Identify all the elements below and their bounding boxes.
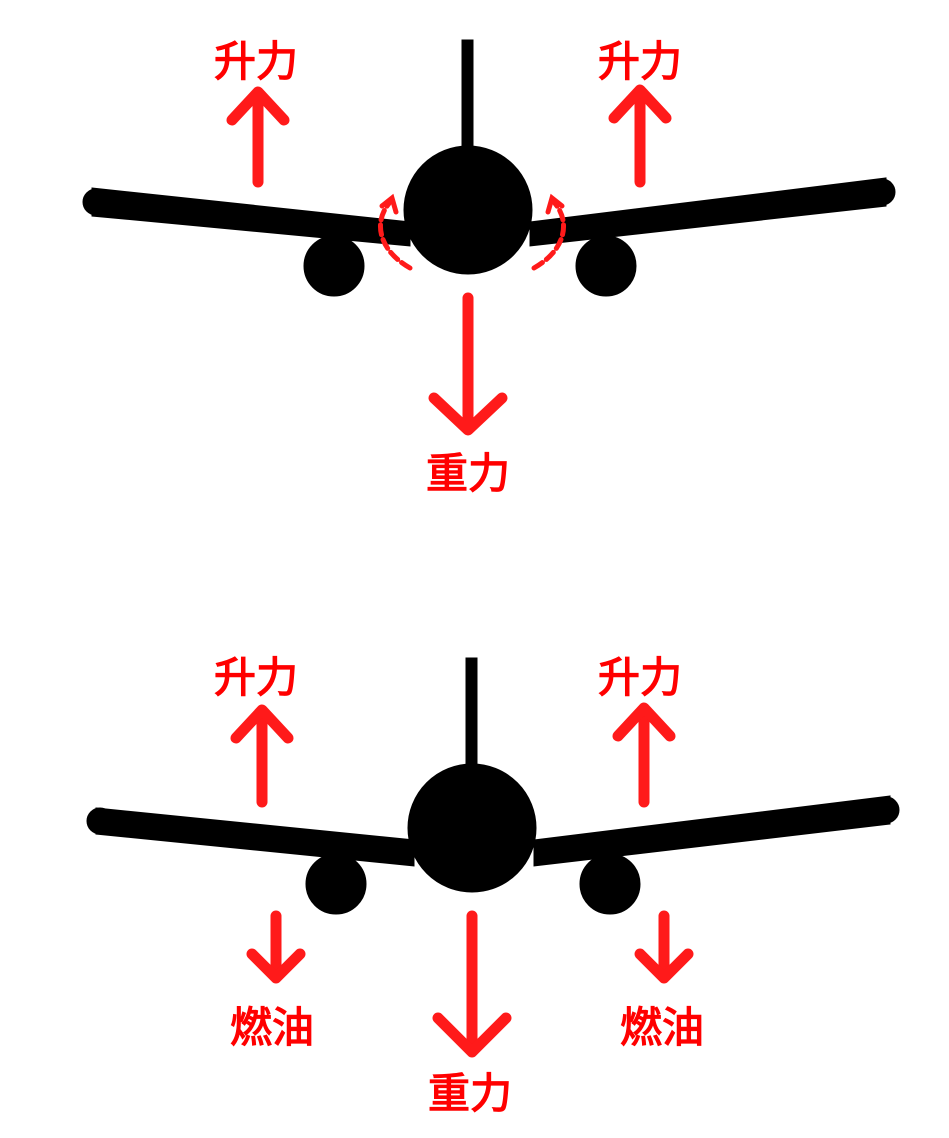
right-wingtip bbox=[868, 178, 896, 206]
tail-fin bbox=[461, 39, 474, 151]
arrow-up-icon-top-left bbox=[226, 86, 290, 188]
fuselage bbox=[407, 763, 537, 893]
left-engine bbox=[305, 853, 367, 915]
arrow-down-icon-top-gravity bbox=[428, 292, 508, 436]
right-wingtip bbox=[872, 796, 900, 824]
bottom-diagram: 升力 升力 燃油 燃油 重力 bbox=[86, 653, 900, 1118]
airplane-front-view-icon bbox=[86, 657, 900, 915]
top-diagram: 升力 升力 重力 bbox=[82, 37, 896, 498]
tail-fin bbox=[465, 657, 478, 769]
lift-label-top-right: 升力 bbox=[598, 37, 682, 86]
lift-label-bottom-right: 升力 bbox=[598, 653, 682, 702]
curved-arrow-icon-right bbox=[531, 193, 567, 271]
lift-label-top-left: 升力 bbox=[214, 37, 298, 86]
right-wing bbox=[529, 177, 887, 247]
arrow-down-icon-bottom-fuel-right bbox=[634, 910, 694, 984]
fuselage bbox=[403, 145, 533, 275]
left-wingtip bbox=[82, 188, 110, 216]
right-engine bbox=[575, 235, 637, 297]
gravity-label-top: 重力 bbox=[426, 449, 510, 498]
arrow-up-icon-top-right bbox=[608, 84, 672, 188]
lift-label-bottom-left: 升力 bbox=[214, 653, 298, 702]
left-wingtip bbox=[86, 807, 114, 835]
left-wing bbox=[95, 807, 415, 867]
curved-arrow-icon-left bbox=[377, 193, 413, 271]
arrow-up-icon-bottom-right bbox=[612, 702, 676, 808]
left-engine bbox=[303, 235, 365, 297]
fuel-label-bottom-left: 燃油 bbox=[230, 1003, 314, 1052]
gravity-label-bottom: 重力 bbox=[428, 1069, 512, 1118]
left-wing bbox=[91, 187, 411, 247]
fuel-label-bottom-right: 燃油 bbox=[620, 1003, 704, 1052]
right-engine bbox=[579, 853, 641, 915]
arrow-up-icon-bottom-left bbox=[230, 704, 294, 808]
airplane-front-view-icon bbox=[82, 39, 896, 297]
arrow-down-icon-bottom-fuel-left bbox=[246, 910, 306, 984]
arrow-down-icon-bottom-gravity bbox=[432, 910, 512, 1058]
right-wing bbox=[533, 795, 891, 867]
